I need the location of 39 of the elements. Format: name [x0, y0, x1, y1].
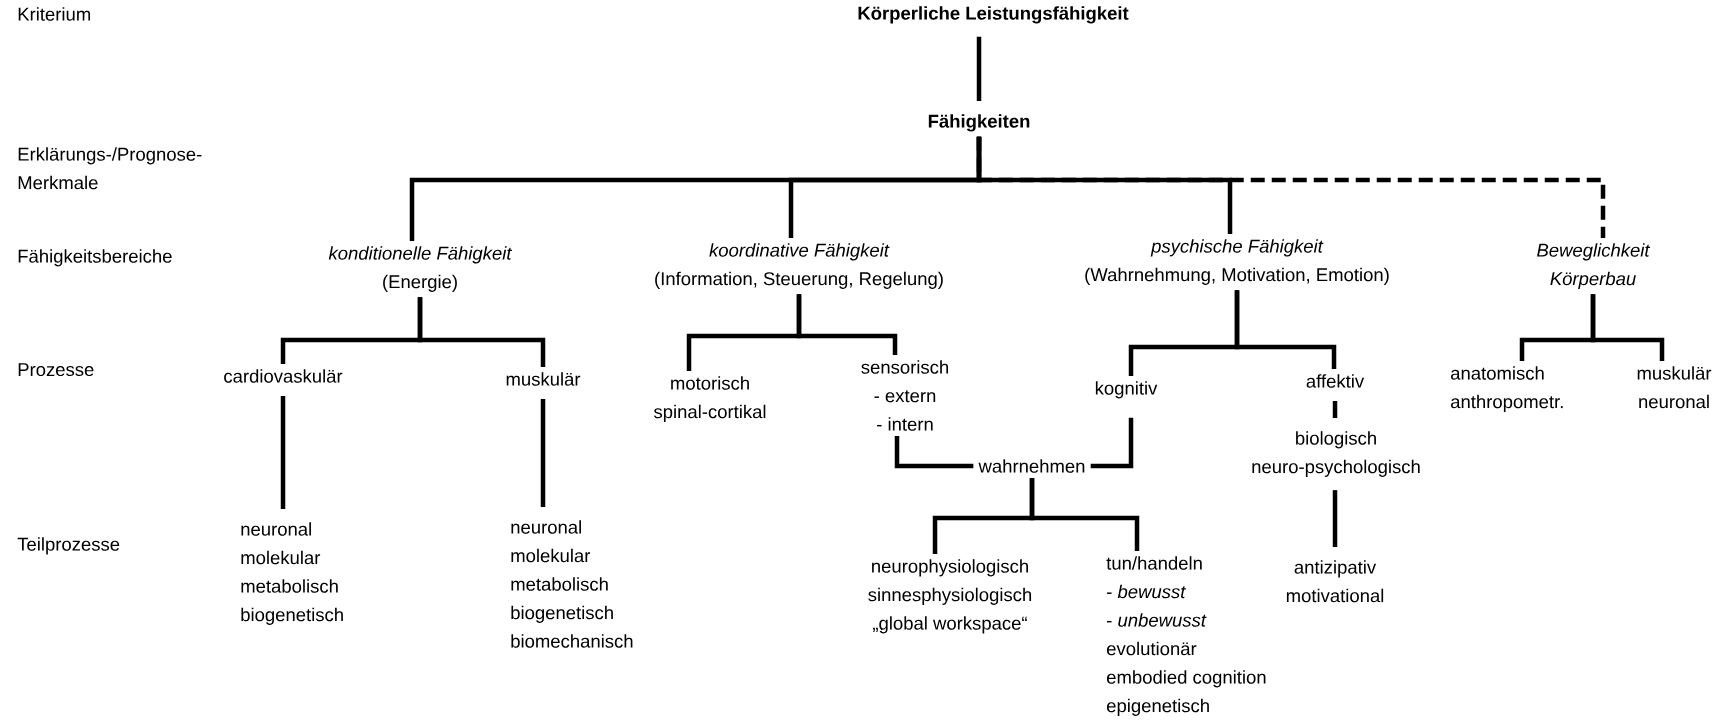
connector-line	[1332, 490, 1338, 547]
term-label: Körperliche Leistungsfähigkeit	[858, 6, 1129, 24]
term-label: motorisch spinal-cortikal	[654, 376, 766, 422]
term-label: neuronal molekular metabolisch biogenetisch	[241, 522, 343, 625]
term-label: cardiovaskulär	[224, 369, 343, 383]
term-label: muskulär neuronal	[1637, 366, 1712, 409]
connector-line	[1090, 417, 1134, 469]
connector-line	[976, 136, 1606, 238]
term-label: neurophysiologisch sinnesphysiologisch „global workspace“	[868, 559, 1032, 634]
term-label: konditionelle Fähigkeit (Energie)	[328, 246, 513, 292]
term-label: sensorisch - extern - intern	[861, 360, 948, 431]
connector-line	[1332, 401, 1338, 418]
term-label: wahrnehmen	[978, 459, 1085, 473]
term-label: muskulär	[506, 372, 581, 386]
level-label: Prozesse	[18, 363, 94, 377]
connector-line	[976, 36, 982, 101]
connector-line	[796, 294, 898, 355]
level-label: Teilprozesse	[17, 537, 120, 555]
term-label: anatomisch anthropometr.	[1451, 366, 1563, 412]
term-label: koordinative Fähigkeit (Information, Steuerung, Regelung)	[655, 243, 943, 289]
term-label: affektiv	[1306, 374, 1365, 388]
connector-line	[280, 396, 286, 509]
term-label: psychische Fähigkeit (Wahrnehmung, Motivation, Emotion)	[1085, 239, 1389, 285]
level-label: Kriterium	[18, 7, 90, 21]
connector-line	[894, 436, 974, 469]
term-label: Fähigkeiten	[928, 114, 1030, 132]
connector-line	[1234, 290, 1337, 369]
term-label: kognitiv	[1095, 381, 1158, 399]
connector-line	[540, 399, 546, 507]
level-label: Fähigkeitsbereiche	[18, 249, 172, 267]
term-label: tun/handeln - bewusst - unbewusst evolutionär embodied cognition epigenetisch	[1106, 556, 1266, 716]
connector-line	[1590, 294, 1665, 361]
level-label: Erklärungs-/Prognose- Merkmale	[18, 147, 202, 190]
term-label: Beweglichkeit Körperbau	[1537, 243, 1651, 289]
term-label: antizipativ motivational	[1286, 560, 1384, 603]
term-label: neuronal molekular metabolisch biogenetisch biomechanisch	[511, 520, 633, 648]
connector-line	[417, 297, 546, 367]
term-label: biologisch neuro-psychologisch	[1252, 431, 1420, 477]
connector-line	[1029, 478, 1140, 551]
